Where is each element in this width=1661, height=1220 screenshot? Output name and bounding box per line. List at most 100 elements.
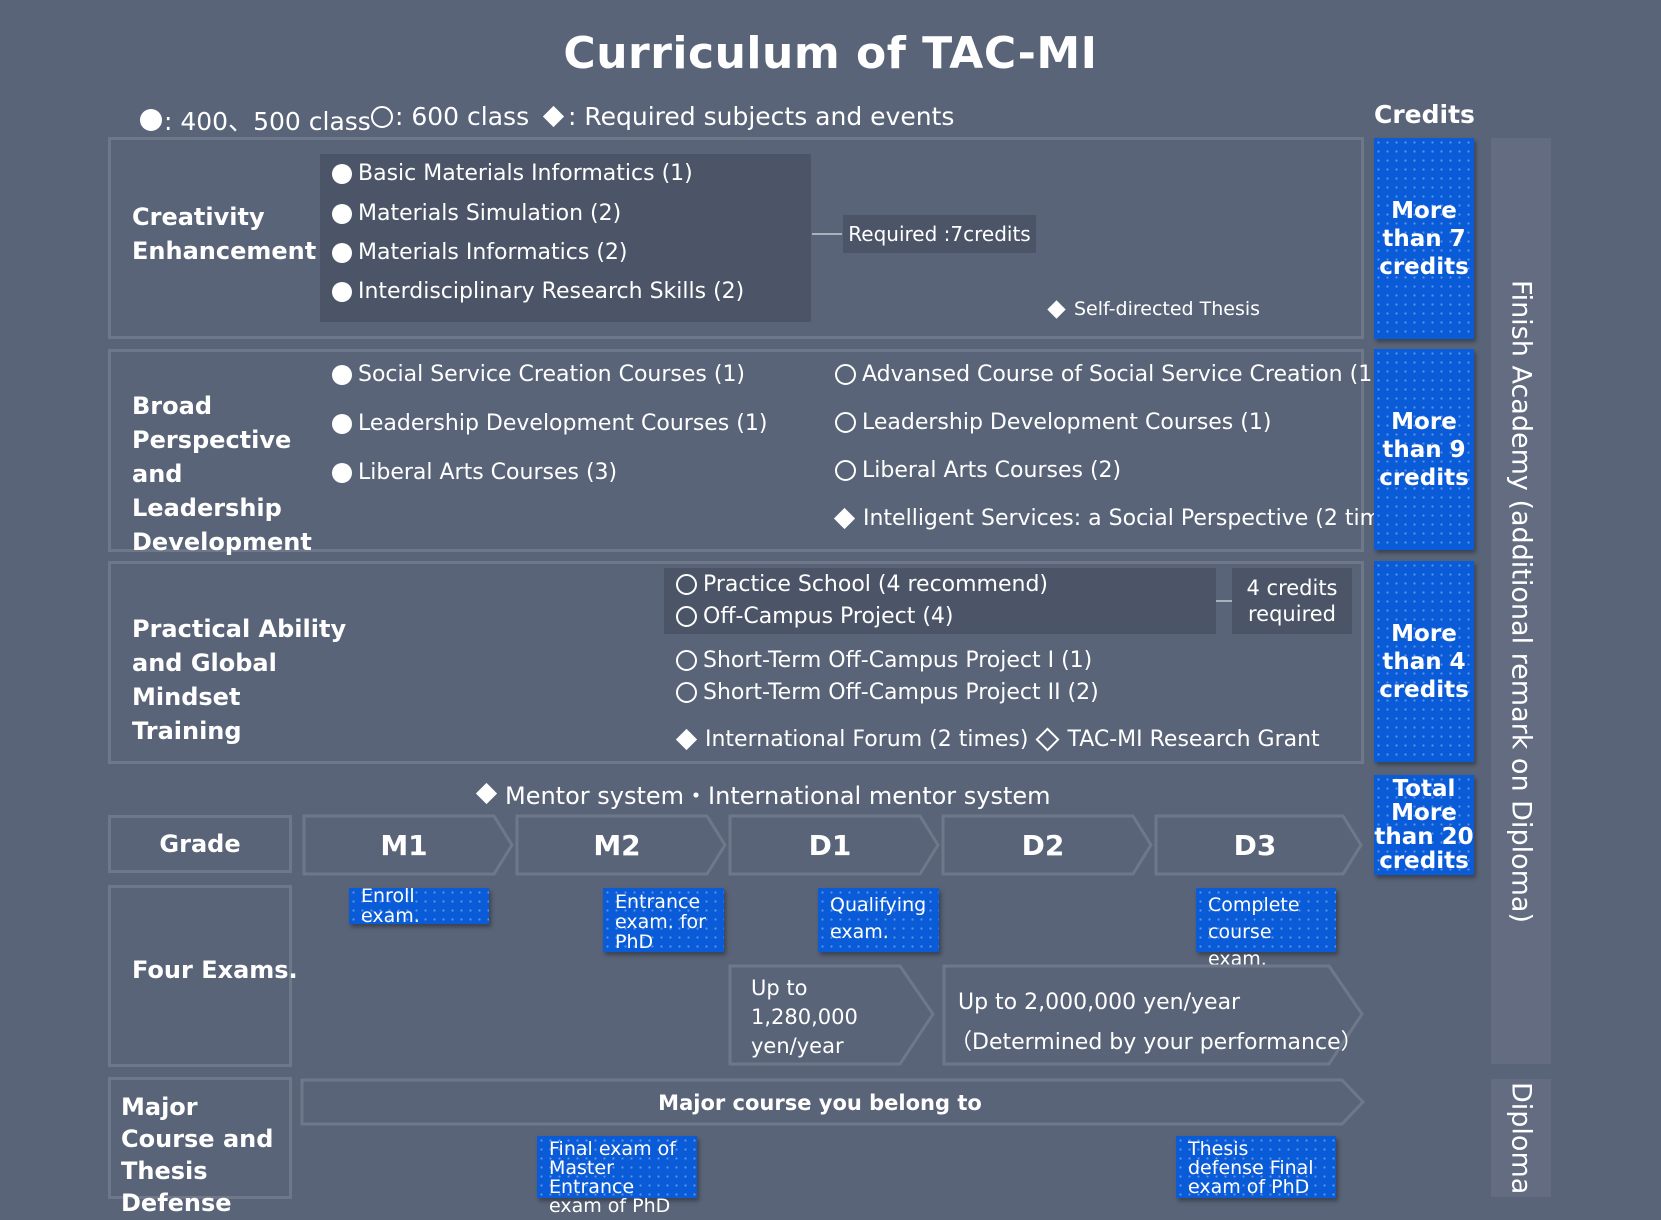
course-item: Materials Simulation (2) bbox=[332, 201, 621, 226]
course-label: Liberal Arts Courses (2) bbox=[862, 458, 1122, 483]
course-item: Social Service Creation Courses (1) bbox=[332, 362, 745, 387]
self-directed-thesis: Self-directed Thesis bbox=[1045, 298, 1260, 320]
diamond-icon bbox=[1047, 299, 1066, 319]
major-course-panel bbox=[108, 1077, 292, 1199]
open-circle-icon bbox=[371, 105, 393, 128]
finish-academy-label: Finish Academy (additional remark on Dip… bbox=[1491, 138, 1551, 1064]
grade-d2: D2 bbox=[1022, 829, 1065, 862]
filled-circle-icon bbox=[332, 163, 352, 184]
event-label: Intelligent Services: a Social Perspecti… bbox=[863, 506, 1415, 531]
credits-box-creativity: More than 7 credits bbox=[1374, 138, 1474, 339]
diploma-label: Diploma bbox=[1491, 1079, 1551, 1197]
diamond-icon bbox=[833, 507, 856, 530]
practical-panel bbox=[108, 561, 1364, 764]
credits-required-note: 4 credits required bbox=[1232, 568, 1352, 634]
master-final-exam-badge: Final exam of Master Entrance exam of Ph… bbox=[537, 1136, 697, 1216]
required-credits-note: Required :7credits bbox=[843, 215, 1036, 253]
course-item: Liberal Arts Courses (3) bbox=[332, 460, 617, 485]
open-circle-icon bbox=[835, 460, 856, 481]
major-course-bar bbox=[300, 1078, 1366, 1126]
event-label: Mentor system・International mentor syste… bbox=[505, 782, 1051, 810]
legend-600: : 600 class bbox=[371, 102, 529, 131]
course-item: Short-Term Off-Campus Project II (2) bbox=[676, 680, 1099, 705]
stipend-d2-line2: （Determined by your performance） bbox=[950, 1030, 1363, 1055]
legend-label: : 600 class bbox=[395, 102, 530, 131]
grade-chevron-m2 bbox=[515, 814, 727, 876]
course-item: Materials Informatics (2) bbox=[332, 240, 628, 265]
course-item: Leadership Development Courses (1) bbox=[332, 411, 767, 436]
course-item: Basic Materials Informatics (1) bbox=[332, 161, 693, 186]
open-circle-icon bbox=[835, 364, 856, 385]
major-course-arrow bbox=[300, 1078, 1366, 1126]
course-label: Materials Simulation (2) bbox=[358, 201, 622, 226]
thesis-defense-badge: Thesis defense Final exam of PhD bbox=[1176, 1136, 1336, 1198]
page-title: Curriculum of TAC-MI bbox=[563, 28, 1098, 79]
open-circle-icon bbox=[676, 606, 697, 627]
entrance-exam-badge: Entrance exam. for PhD bbox=[603, 888, 724, 952]
stipend-d2-line1: Up to 2,000,000 yen/year bbox=[958, 990, 1241, 1015]
grade-m2: M2 bbox=[593, 829, 640, 862]
stipend-arrows bbox=[728, 964, 1364, 1066]
major-course-text: Major course you belong to bbox=[658, 1091, 982, 1115]
event-label: International Forum (2 times) bbox=[705, 727, 1029, 752]
open-circle-icon bbox=[835, 412, 856, 433]
course-label: Off-Campus Project (4) bbox=[703, 604, 954, 629]
diamond-icon bbox=[542, 105, 565, 128]
legend-400-500: : 400、500 class bbox=[140, 102, 371, 138]
grade-chevron-d2 bbox=[941, 814, 1153, 876]
grade-chevrons: M1 M2 D1 D2 D3 bbox=[302, 814, 1363, 876]
event-label: Self-directed Thesis bbox=[1074, 298, 1261, 320]
qualifying-exam-badge: Qualifying exam. bbox=[818, 888, 939, 952]
course-label: Liberal Arts Courses (3) bbox=[358, 460, 618, 485]
creativity-label: Creativity Enhancement bbox=[132, 203, 317, 265]
required-event: International Forum (2 times) TAC-MI Rese… bbox=[674, 727, 1320, 752]
grade-chevron-m1 bbox=[302, 814, 514, 876]
creativity-panel bbox=[108, 137, 1364, 339]
connector-line bbox=[812, 233, 842, 235]
course-item: Short-Term Off-Campus Project I (1) bbox=[676, 648, 1092, 673]
practical-label: Practical Ability and Global Mindset Tra… bbox=[132, 615, 347, 745]
event-label: TAC-MI Research Grant bbox=[1067, 727, 1320, 752]
complete-exam-badge: Complete course exam. bbox=[1196, 888, 1336, 970]
stipend-arrow-d2-d3 bbox=[942, 964, 1364, 1066]
credits-box-total: Total More than 20 credits bbox=[1374, 775, 1474, 875]
filled-circle-icon bbox=[332, 281, 352, 302]
enroll-exam-badge: Enroll exam. bbox=[349, 886, 489, 926]
major-course-label: Major Course and Thesis Defense bbox=[121, 1093, 274, 1217]
four-exams-panel bbox=[108, 885, 292, 1067]
course-label: Leadership Development Courses (1) bbox=[862, 410, 1272, 435]
credits-box-practical: More than 4 credits bbox=[1374, 561, 1474, 762]
grade-chevron-d1 bbox=[728, 814, 940, 876]
course-label: Short-Term Off-Campus Project I (1) bbox=[703, 648, 1093, 673]
credits-box-broad: More than 9 credits bbox=[1374, 349, 1474, 550]
legend-label: : 400、500 class bbox=[164, 107, 371, 136]
course-item: Liberal Arts Courses (2) bbox=[835, 458, 1121, 483]
legend-required: : Required subjects and events bbox=[541, 102, 954, 131]
filled-circle-icon bbox=[332, 242, 352, 263]
legend-label: : Required subjects and events bbox=[568, 102, 955, 131]
connector-line bbox=[1216, 600, 1232, 602]
course-label: Practice School (4 recommend) bbox=[703, 572, 1049, 597]
course-label: Interdisciplinary Research Skills (2) bbox=[358, 279, 745, 304]
open-circle-icon bbox=[676, 574, 697, 595]
grade-label: Grade bbox=[108, 815, 292, 873]
credits-header: Credits bbox=[1374, 100, 1475, 129]
filled-circle-icon bbox=[332, 203, 352, 224]
course-label: Social Service Creation Courses (1) bbox=[358, 362, 746, 387]
course-label: Materials Informatics (2) bbox=[358, 240, 628, 265]
course-label: Short-Term Off-Campus Project II (2) bbox=[703, 680, 1099, 705]
stipend-arrow-d1 bbox=[728, 964, 935, 1066]
required-event: Intelligent Services: a Social Perspecti… bbox=[832, 506, 1415, 531]
course-label: Leadership Development Courses (1) bbox=[358, 411, 768, 436]
course-item: Off-Campus Project (4) bbox=[676, 604, 953, 629]
course-item: Practice School (4 recommend) bbox=[676, 572, 1048, 597]
course-item: Interdisciplinary Research Skills (2) bbox=[332, 279, 744, 304]
broad-panel bbox=[108, 349, 1364, 552]
grade-chevron-d3 bbox=[1154, 814, 1363, 876]
course-label: Advansed Course of Social Service Creati… bbox=[862, 362, 1381, 387]
course-item: Leadership Development Courses (1) bbox=[835, 410, 1271, 435]
grade-d3: D3 bbox=[1234, 829, 1277, 862]
project-choice-box bbox=[664, 568, 1216, 634]
broad-label: Broad Perspective and Leadership Develop… bbox=[132, 392, 312, 556]
filled-circle-icon bbox=[140, 109, 162, 131]
